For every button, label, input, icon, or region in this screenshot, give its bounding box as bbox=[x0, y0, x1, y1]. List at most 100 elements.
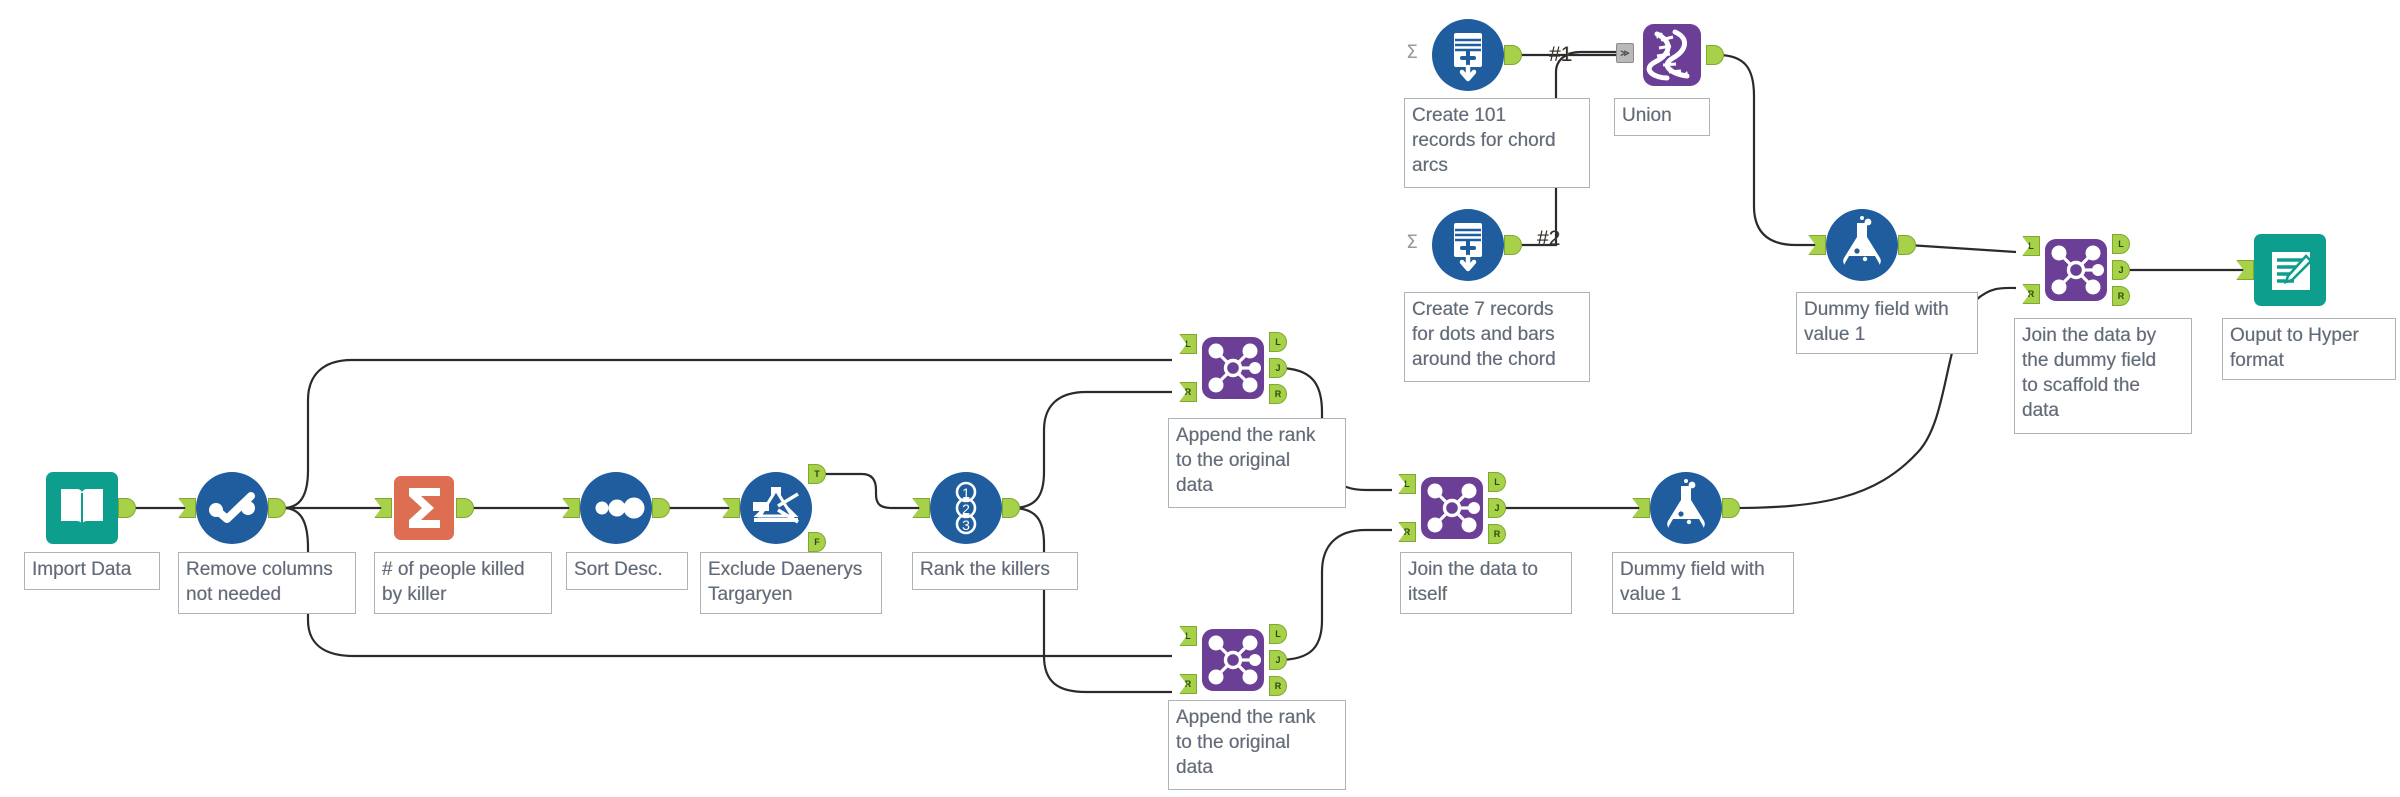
input-anchor[interactable] bbox=[1808, 235, 1826, 255]
join-nodes-icon bbox=[1202, 629, 1264, 691]
output-anchor[interactable] bbox=[456, 498, 474, 518]
output-anchor-left[interactable]: L bbox=[1269, 624, 1287, 644]
annotation-dummy-top[interactable]: Dummy field with value 1 bbox=[1796, 292, 1978, 354]
output-anchor-left[interactable]: L bbox=[2112, 234, 2130, 254]
output-anchor[interactable] bbox=[1504, 235, 1522, 255]
output-anchor-false[interactable]: F bbox=[808, 532, 826, 552]
input-anchor-right[interactable]: R bbox=[1398, 522, 1416, 542]
output-anchor[interactable] bbox=[118, 498, 136, 518]
input-anchor[interactable] bbox=[178, 498, 196, 518]
sigma-marker: Σ bbox=[1406, 41, 1419, 63]
annotation-sort[interactable]: Sort Desc. bbox=[566, 552, 688, 590]
union-tool[interactable]: ≫ bbox=[1616, 19, 1724, 91]
join-tool-append-top[interactable]: L R L J R bbox=[1179, 332, 1287, 404]
wire-recordid-down-to-join-bot-R[interactable] bbox=[1011, 506, 1172, 694]
input-data-tool[interactable] bbox=[46, 472, 136, 544]
flask-icon bbox=[1826, 209, 1898, 281]
output-anchor[interactable] bbox=[1706, 45, 1724, 65]
output-anchor[interactable] bbox=[1898, 235, 1916, 255]
output-anchor-join[interactable]: J bbox=[1269, 358, 1287, 378]
output-anchor-left[interactable]: L bbox=[1269, 332, 1287, 352]
output-anchor[interactable] bbox=[652, 498, 670, 518]
table-plus-icon bbox=[1432, 19, 1504, 91]
dna-helix-icon bbox=[1643, 24, 1701, 86]
output-data-tool[interactable] bbox=[2236, 234, 2326, 306]
join-tool-append-bottom[interactable]: L R L J R bbox=[1179, 624, 1287, 696]
flask-icon bbox=[1650, 472, 1722, 544]
join-nodes-icon bbox=[1202, 337, 1264, 399]
wire-union-to-formula-top[interactable] bbox=[1717, 53, 1822, 247]
text-input-tool-7-records[interactable]: Σ bbox=[1406, 209, 1522, 281]
formula-tool-dummy-top[interactable] bbox=[1808, 209, 1916, 281]
numbered-list-icon: 1 2 3 bbox=[930, 472, 1002, 544]
filter-tool[interactable]: T F bbox=[722, 464, 826, 552]
annotation-append-rank-bottom[interactable]: Append the rank to the original data bbox=[1168, 700, 1346, 790]
join-nodes-icon bbox=[2045, 239, 2107, 301]
annotation-filter[interactable]: Exclude Daenerys Targaryen bbox=[700, 552, 882, 614]
output-anchor-join[interactable]: J bbox=[1488, 498, 1506, 518]
svg-text:3: 3 bbox=[962, 517, 970, 533]
document-pencil-icon bbox=[2254, 234, 2326, 306]
annotation-remove-columns[interactable]: Remove columns not needed bbox=[178, 552, 356, 614]
output-anchor[interactable] bbox=[1722, 498, 1740, 518]
output-anchor[interactable] bbox=[1002, 498, 1020, 518]
wire-filter-T-to-recordid[interactable] bbox=[822, 472, 925, 510]
wire-label-1: #1 bbox=[1549, 43, 1573, 66]
output-anchor-join[interactable]: J bbox=[1269, 650, 1287, 670]
sigma-marker: Σ bbox=[1406, 231, 1419, 253]
input-anchor-right[interactable]: R bbox=[1179, 382, 1197, 402]
input-anchor[interactable] bbox=[2236, 260, 2254, 280]
input-anchor[interactable] bbox=[1632, 498, 1650, 518]
input-anchor-left[interactable]: L bbox=[1179, 334, 1197, 354]
annotation-dummy-bottom[interactable]: Dummy field with value 1 bbox=[1612, 552, 1794, 614]
annotation-record-id[interactable]: Rank the killers bbox=[912, 552, 1078, 590]
input-anchor-right[interactable]: R bbox=[1179, 674, 1197, 694]
wire-recordid-up-to-join-top-R[interactable] bbox=[1011, 390, 1172, 510]
join-nodes-icon bbox=[1421, 477, 1483, 539]
text-input-tool-101-records[interactable]: Σ bbox=[1406, 19, 1522, 91]
summarize-tool[interactable] bbox=[374, 472, 474, 544]
wire-joinbot-J-to-joinself-R[interactable] bbox=[1277, 528, 1392, 662]
annotation-output[interactable]: Ouput to Hyper format bbox=[2222, 318, 2396, 380]
output-anchor-right[interactable]: R bbox=[1269, 676, 1287, 696]
sigma-icon bbox=[394, 476, 454, 540]
annotation-create-7[interactable]: Create 7 records for dots and bars aroun… bbox=[1404, 292, 1590, 382]
annotation-create-101[interactable]: Create 101 records for chord arcs bbox=[1404, 98, 1590, 188]
output-anchor-true[interactable]: T bbox=[808, 464, 826, 484]
sort-tool[interactable] bbox=[562, 472, 670, 544]
annotation-append-rank-top[interactable]: Append the rank to the original data bbox=[1168, 418, 1346, 508]
annotation-join-scaffold[interactable]: Join the data by the dummy field to scaf… bbox=[2014, 318, 2192, 434]
input-anchor-multi[interactable]: ≫ bbox=[1616, 43, 1634, 63]
annotation-summarize[interactable]: # of people killed by killer bbox=[374, 552, 552, 614]
join-tool-self[interactable]: L R L J R bbox=[1398, 472, 1506, 544]
input-anchor[interactable] bbox=[562, 498, 580, 518]
input-anchor[interactable] bbox=[722, 498, 740, 518]
select-checkmark-icon bbox=[196, 472, 268, 544]
formula-tool-dummy-bottom[interactable] bbox=[1632, 472, 1740, 544]
input-anchor-left[interactable]: L bbox=[2022, 236, 2040, 256]
input-anchor-left[interactable]: L bbox=[1398, 474, 1416, 494]
output-anchor-right[interactable]: R bbox=[1488, 524, 1506, 544]
table-plus-icon bbox=[1432, 209, 1504, 281]
wire-label-2: #2 bbox=[1537, 227, 1561, 250]
output-anchor[interactable] bbox=[1504, 45, 1522, 65]
input-anchor-right[interactable]: R bbox=[2022, 284, 2040, 304]
input-anchor-left[interactable]: L bbox=[1179, 626, 1197, 646]
select-tool[interactable] bbox=[178, 472, 286, 544]
output-anchor-join[interactable]: J bbox=[2112, 260, 2130, 280]
annotation-import-data[interactable]: Import Data bbox=[24, 552, 160, 590]
output-anchor[interactable] bbox=[268, 498, 286, 518]
output-anchor-left[interactable]: L bbox=[1488, 472, 1506, 492]
annotation-join-self[interactable]: Join the data to itself bbox=[1400, 552, 1572, 614]
input-anchor[interactable] bbox=[374, 498, 392, 518]
record-id-tool[interactable]: 1 2 3 bbox=[912, 472, 1020, 544]
output-anchor-right[interactable]: R bbox=[1269, 384, 1287, 404]
wire-formulatop-to-joinscaffold-L[interactable] bbox=[1907, 243, 2017, 254]
book-icon bbox=[46, 472, 118, 544]
three-dots-icon bbox=[580, 472, 652, 544]
output-anchor-right[interactable]: R bbox=[2112, 286, 2130, 306]
join-tool-scaffold[interactable]: L R L J R bbox=[2022, 234, 2130, 306]
annotation-union[interactable]: Union bbox=[1614, 98, 1710, 136]
input-anchor[interactable] bbox=[912, 498, 930, 518]
